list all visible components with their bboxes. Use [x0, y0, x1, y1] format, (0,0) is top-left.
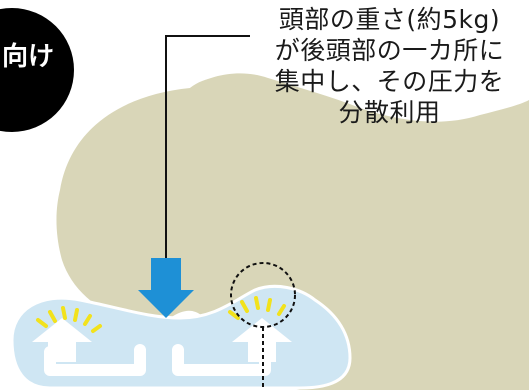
- caption-line-4: 分散利用: [338, 98, 441, 127]
- pressure-rays-right: [228, 296, 286, 320]
- target-badge: [0, 8, 74, 132]
- support-arrow-left: [32, 318, 92, 362]
- caption-line-1: 頭部の重さ(約5kg): [278, 5, 501, 34]
- pressure-caption: 頭部の重さ(約5kg) が後頭部の一カ所に 集中し、その圧力を 分散利用: [250, 4, 529, 128]
- head-silhouette: [56, 73, 529, 390]
- support-arrow-right: [232, 318, 292, 362]
- caption-leader-line: [165, 35, 250, 258]
- face-profile: [190, 77, 237, 98]
- target-badge-label: 向け: [2, 42, 55, 72]
- pressure-rays-left: [36, 306, 102, 333]
- caption-line-3: 集中し、その圧力を: [274, 67, 505, 96]
- pressure-arrow: [138, 258, 194, 318]
- caption-line-2: が後頭部の一カ所に: [274, 36, 505, 65]
